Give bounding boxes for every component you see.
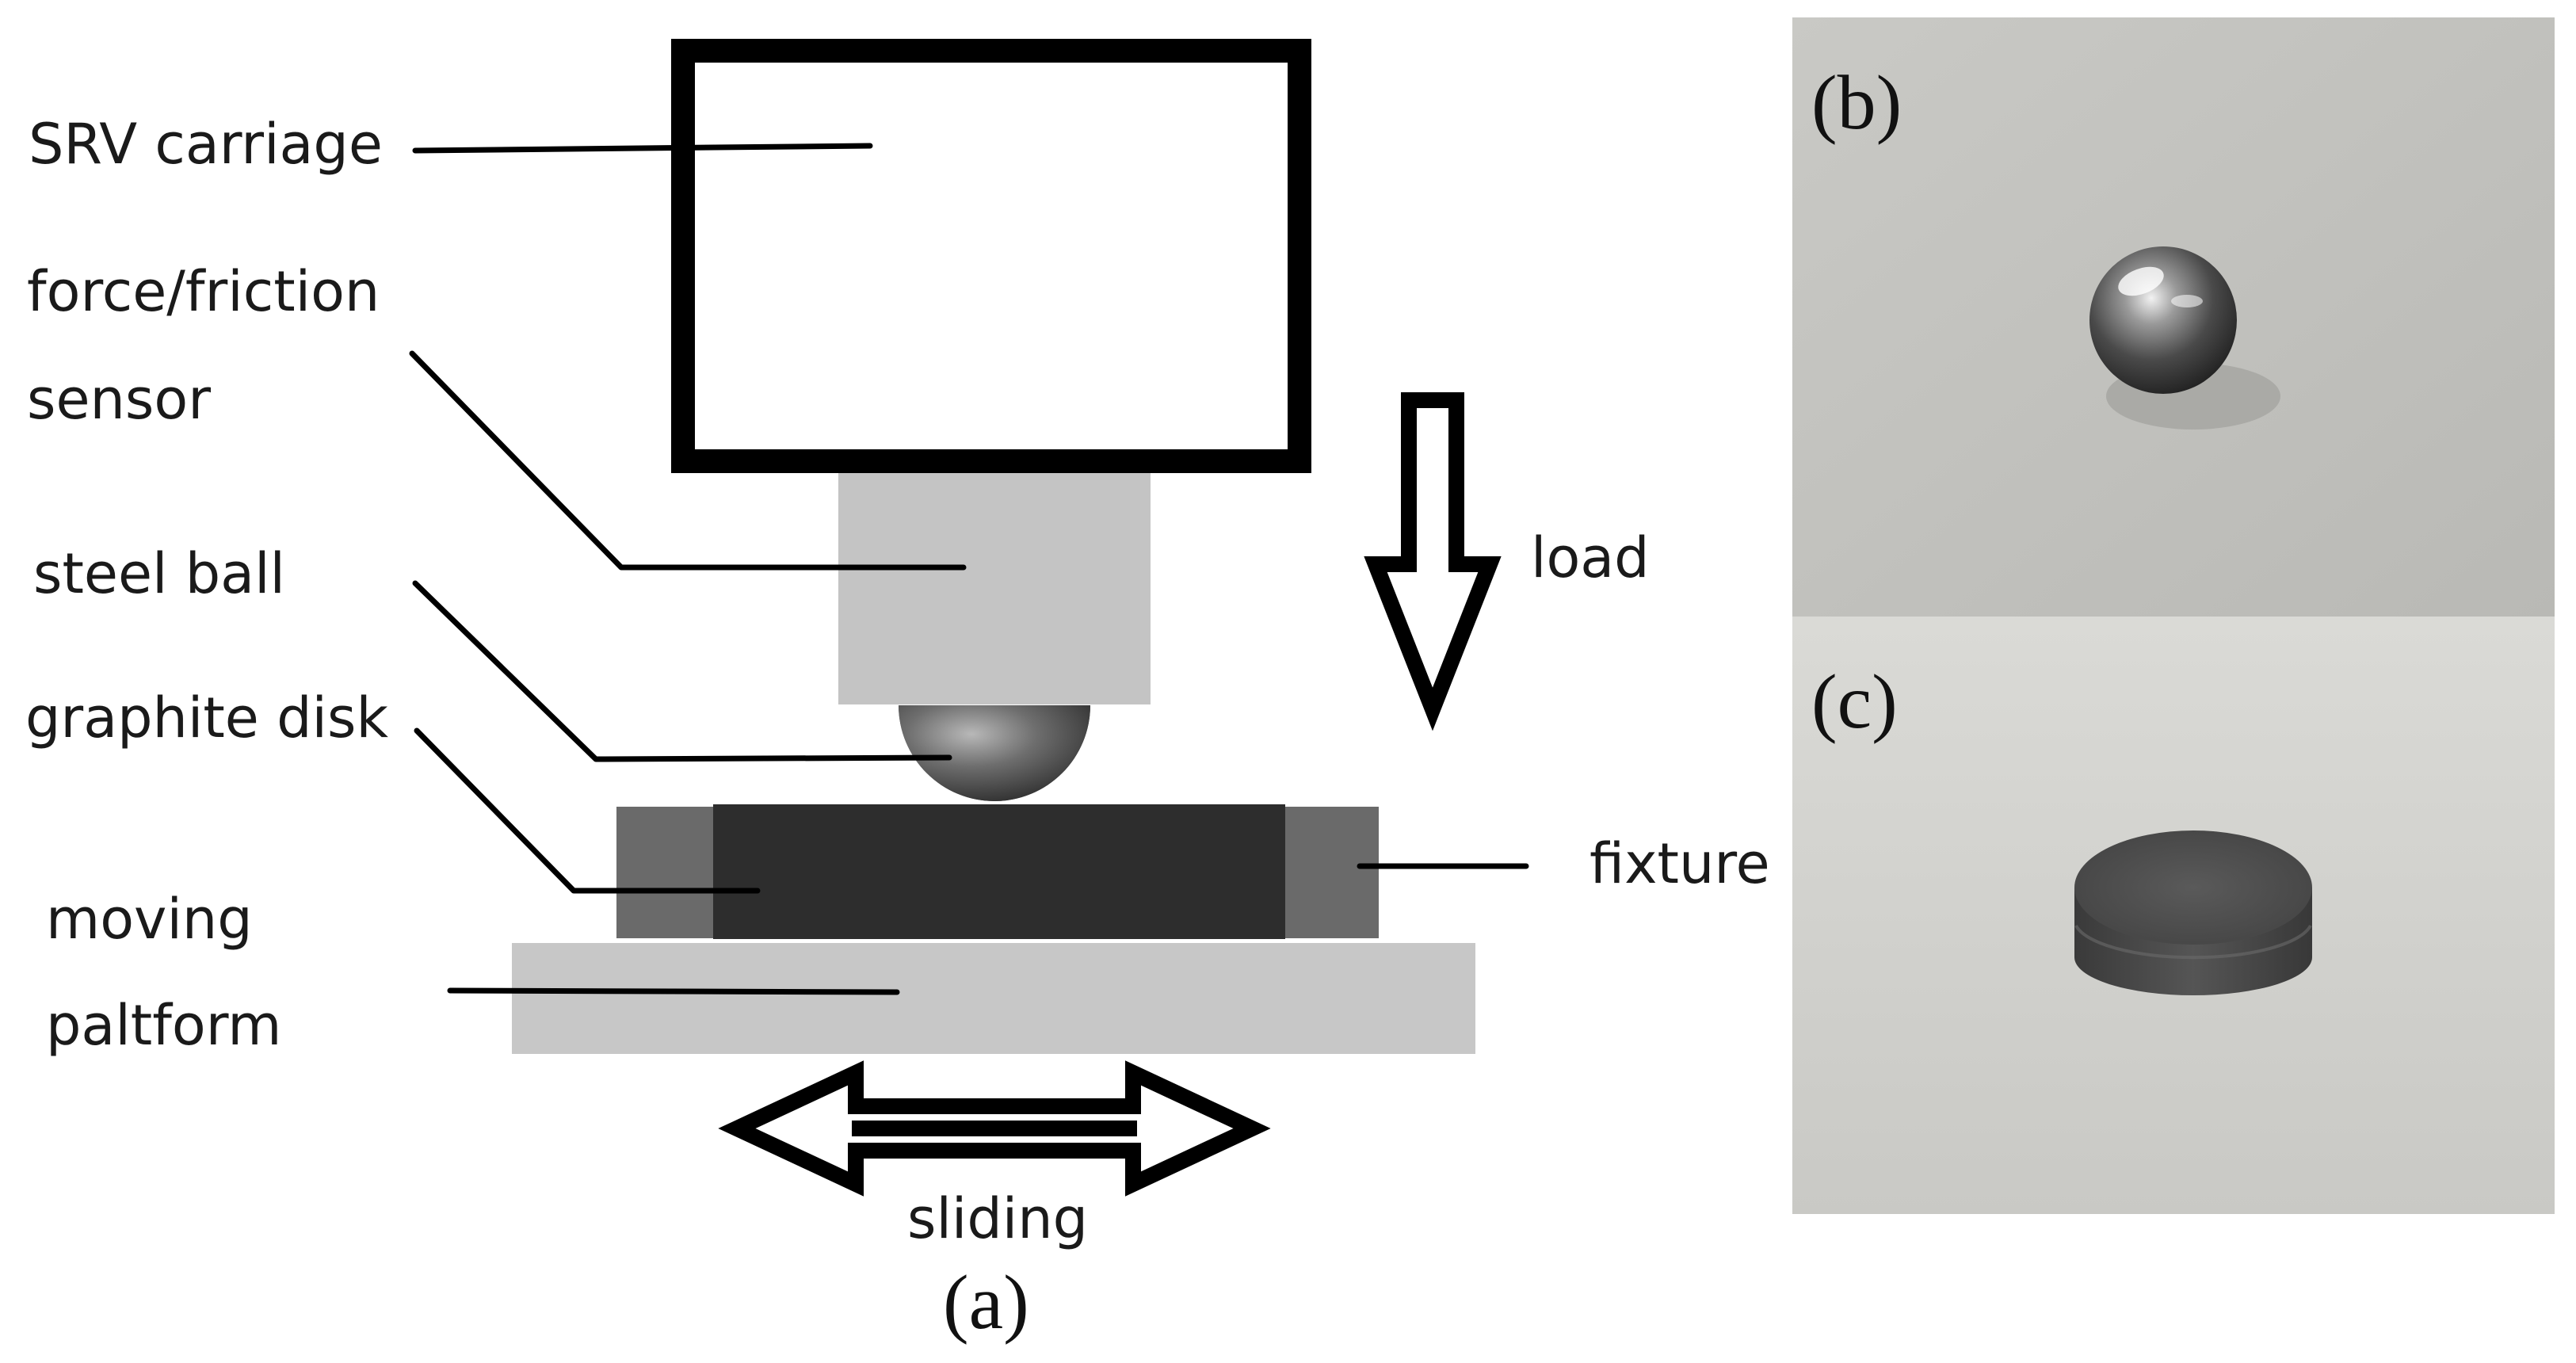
- force-friction-leader: [409, 350, 967, 571]
- graphite-disk-photo-icon: [2074, 830, 2312, 995]
- photo-c: (c): [1792, 617, 2555, 1214]
- sliding-arrow-icon: [718, 1060, 1271, 1197]
- label-steel-ball: steel ball: [33, 541, 285, 606]
- label-load: load: [1531, 525, 1650, 590]
- moving-platform-block: [512, 943, 1475, 1054]
- label-moving: moving: [46, 887, 253, 952]
- photo-b: (b): [1792, 17, 2555, 617]
- srv-carriage-leader: [412, 143, 873, 154]
- label-force-friction: force/friction: [27, 259, 380, 324]
- label-srv-carriage: SRV carriage: [29, 112, 383, 177]
- steel-ball-shape-lower: [899, 705, 1090, 801]
- label-sliding: sliding: [907, 1186, 1088, 1251]
- srv-carriage-box: [671, 39, 1311, 473]
- steel-ball-leader: [412, 580, 952, 762]
- fixture-left: [616, 807, 713, 938]
- label-graphite-disk: graphite disk: [25, 685, 388, 750]
- label-fixture: fixture: [1589, 831, 1770, 896]
- graphite-disk-leader: [414, 727, 761, 894]
- label-sensor: sensor: [27, 367, 211, 432]
- force-friction-sensor-block: [838, 473, 1151, 704]
- panel-label-a: (a): [943, 1260, 1029, 1346]
- schematic-a: SRV carriage force/friction sensor steel…: [25, 39, 1770, 1346]
- panel-label-b: (b): [1811, 60, 1902, 146]
- steel-ball-photo-icon: [2089, 246, 2237, 394]
- panel-label-c: (c): [1811, 659, 1898, 745]
- fixture-right: [1284, 807, 1379, 938]
- platform-leader: [447, 987, 900, 995]
- load-arrow-inner: [1425, 415, 1441, 569]
- label-platform: paltform: [46, 993, 281, 1058]
- graphite-disk-block: [713, 804, 1285, 939]
